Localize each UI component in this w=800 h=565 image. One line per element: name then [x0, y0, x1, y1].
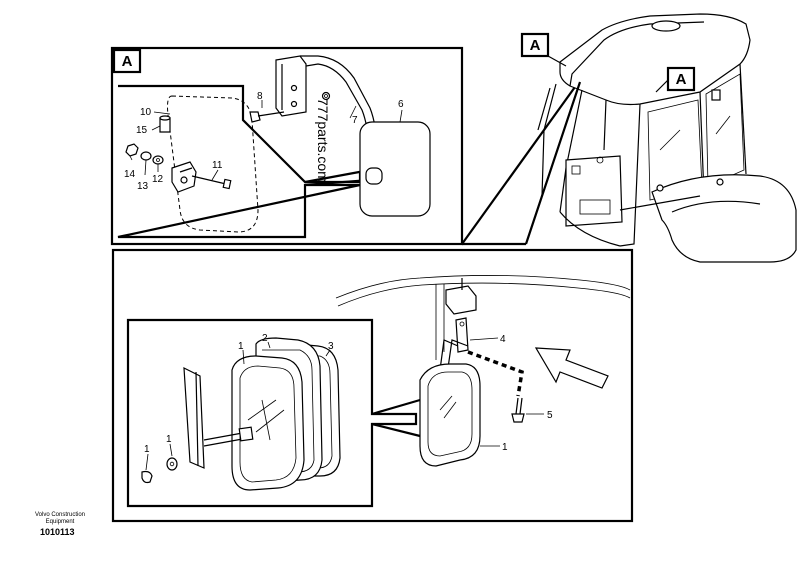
manufacturer-caption: Volvo Construction Equipment	[24, 512, 96, 526]
bolt-path-dashed	[467, 350, 524, 397]
machine-callout-a-left-label: A	[530, 37, 541, 54]
nut-14	[125, 143, 139, 157]
part-label-11: 11	[212, 160, 223, 171]
installed-mirror	[419, 363, 481, 467]
part-label-10: 10	[140, 107, 152, 118]
washer-12	[152, 155, 164, 165]
manufacturer-line-1: Volvo Construction	[34, 512, 86, 518]
washer-13	[140, 151, 152, 161]
lower-detail-panel: 4 5 1	[111, 248, 634, 523]
clamp-bracket	[171, 161, 197, 193]
mirror-6	[359, 121, 431, 217]
machine-callout-a-left	[520, 32, 550, 58]
part-label-1-installed: 1	[502, 442, 508, 453]
mount-plate	[183, 366, 205, 469]
view-a-label-box	[112, 48, 142, 74]
part-label-5: 5	[547, 410, 553, 421]
mirror-mount-bracket-4	[439, 278, 477, 371]
view-a-label: A	[122, 53, 133, 70]
mirror-outline-dashed	[167, 95, 259, 233]
watermark-text: 777parts.com	[315, 98, 331, 183]
view-a-detail-panel: A 10 15 14 13 12	[110, 46, 464, 246]
part-label-6: 6	[398, 99, 404, 110]
part-label-15: 15	[136, 125, 148, 136]
screw-stud	[203, 426, 254, 447]
document-number: 1010113	[40, 527, 75, 537]
bolt-8	[249, 111, 285, 123]
manufacturer-line-2: Equipment	[45, 519, 75, 525]
part-label-7: 7	[352, 115, 358, 126]
mirror-glass-1	[231, 355, 305, 491]
cap-nut	[141, 470, 153, 484]
machine-callout-a-right	[666, 66, 696, 92]
part-label-1-nut: 1	[144, 444, 150, 455]
part-label-1-washer: 1	[166, 434, 172, 445]
part-label-14: 14	[124, 169, 136, 180]
part-label-8: 8	[257, 91, 263, 102]
exploded-inset-frame	[126, 318, 418, 508]
direction-arrow	[534, 347, 609, 389]
bolt-11	[191, 175, 227, 185]
part-label-13: 13	[137, 181, 149, 192]
machine-callout-a-right-label: A	[676, 71, 687, 88]
washer	[166, 457, 178, 471]
bolt-5	[511, 397, 525, 423]
part-label-4: 4	[500, 334, 506, 345]
part-label-12: 12	[152, 174, 164, 185]
machine-cab-drawing	[537, 13, 797, 263]
part-label-1-glass: 1	[238, 341, 244, 352]
part-label-2: 2	[262, 333, 268, 344]
part-label-3: 3	[328, 341, 334, 352]
